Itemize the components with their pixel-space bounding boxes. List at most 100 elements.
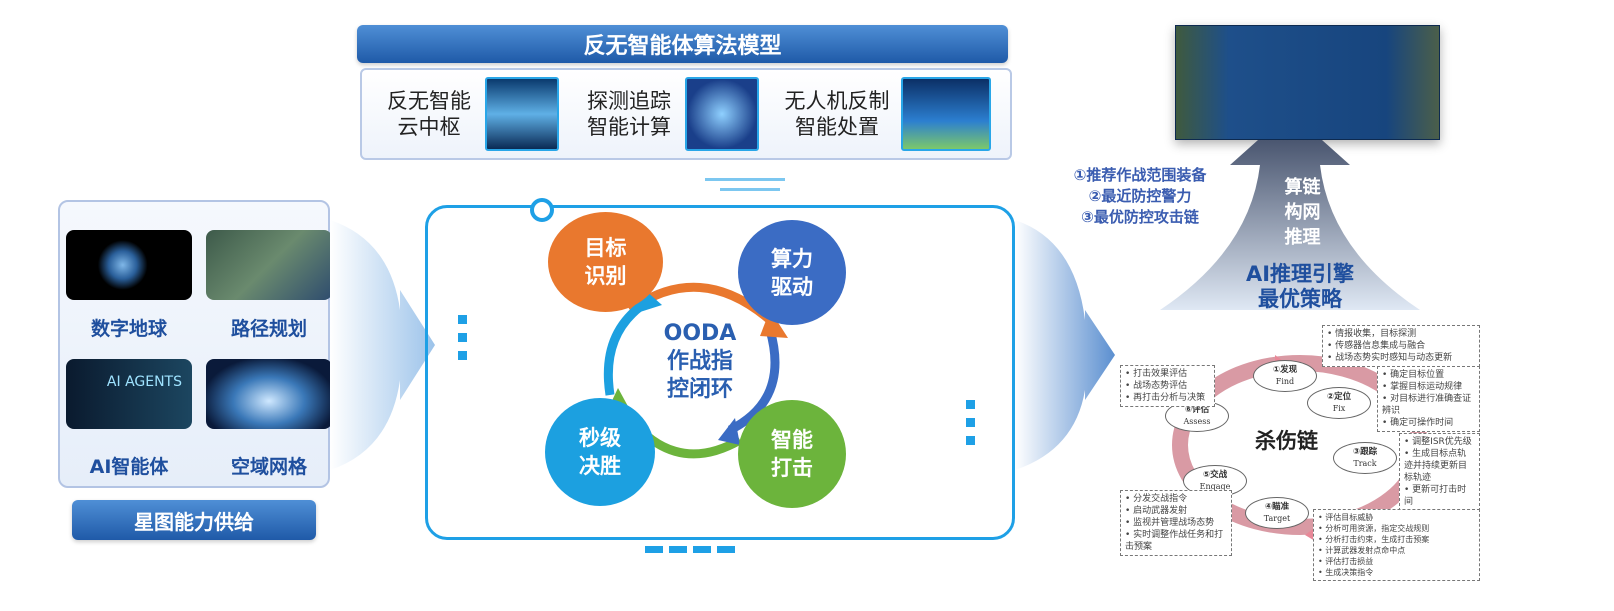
left-flow-arrow — [330, 220, 435, 470]
note-item: • 分析可用资源，指定交战规则 — [1318, 524, 1430, 533]
algo-drone-countermeasure: 无人机反制智能处置 — [781, 77, 991, 151]
note-item: • 调整ISR优先级 — [1404, 437, 1472, 447]
kill-chain-node-fix: ②定位 Fix — [1307, 387, 1371, 419]
node-cn: ⑤交战 — [1202, 470, 1228, 480]
upward-arrow — [1150, 140, 1430, 340]
node-text: 决胜 — [579, 454, 621, 478]
find-notes: • 情报收集，目标探测 • 传感器信息集成与融合 • 战场态势实时感知与动态更新 — [1322, 325, 1480, 367]
note-item: • 确定可操作时间 — [1382, 418, 1454, 428]
algo-detection-tracking: 探测追踪智能计算 — [581, 77, 759, 151]
capability-panel: 数字地球 路径规划 AI AGENTS AI智能体 空域网格 — [58, 200, 332, 488]
algorithm-box: 反无智能云中枢 探测追踪智能计算 无人机反制智能处置 — [360, 68, 1012, 160]
engage-notes: • 分发交战指令• 启动武器发射• 监视并管理战场态势• 实时调整作战任务和打击… — [1120, 490, 1232, 556]
fix-notes: • 确定目标位置• 掌握目标运动规律• 对目标进行准确查证辨识• 确定可操作时间 — [1377, 366, 1480, 432]
node-text: 目标 — [584, 236, 627, 260]
note-item: • 掌握目标运动规律 — [1382, 382, 1463, 392]
ai-engine-subtitle: 最优策略 — [1258, 287, 1342, 311]
note-item: • 更新可打击时间 — [1404, 485, 1467, 507]
ooda-center-label: OODA 作战指 控闭环 — [645, 320, 755, 404]
command-system-screenshot — [1175, 25, 1440, 140]
arrow-text: 构网 — [1284, 202, 1321, 223]
capability-label: AI智能体 — [89, 456, 169, 478]
note-item: • 战场态势评估 — [1125, 381, 1188, 391]
node-en: Track — [1353, 459, 1377, 468]
node-text: 秒级 — [579, 426, 621, 450]
note-item: • 评估目标威胁 — [1318, 513, 1374, 522]
capability-label: 空域网格 — [230, 456, 307, 478]
arrow-text: 算链 — [1284, 177, 1321, 198]
node-cn: ②定位 — [1326, 392, 1352, 402]
ai-agents-image: AI AGENTS — [66, 359, 192, 429]
recommendation-item: ②最近防控警力 — [1088, 187, 1192, 205]
arrow-text: 推理 — [1284, 227, 1321, 248]
node-cn: ①发现 — [1272, 365, 1298, 375]
note-item: • 确定目标位置 — [1382, 370, 1445, 380]
capability-label: 路径规划 — [230, 318, 307, 340]
frame-decoration-ring — [530, 198, 554, 222]
algo-cloud-hub: 反无智能云中枢 — [381, 77, 559, 151]
node-cn: ⑥评估 — [1184, 405, 1210, 415]
algo-label: 智能计算 — [587, 115, 671, 139]
note-item: • 战场态势实时感知与动态更新 — [1327, 353, 1453, 363]
digital-earth-image — [66, 230, 192, 300]
frame-decoration-line — [720, 188, 780, 191]
note-item: • 打击效果评估 — [1125, 369, 1188, 379]
note-item: • 计算武器发射点命中点 — [1318, 546, 1406, 555]
node-text: 算力 — [771, 246, 813, 271]
route-planning-image — [206, 230, 332, 300]
algo-label: 反无智能 — [387, 89, 471, 113]
note-item: • 生成决策指令 — [1318, 568, 1374, 577]
node-en: Target — [1263, 514, 1291, 523]
right-flow-arrow — [1015, 220, 1115, 470]
node-text: 智能 — [771, 428, 813, 452]
compute-chain-label: 算链 构网 推理 — [1280, 175, 1325, 250]
frame-decoration-dots — [458, 315, 467, 365]
server-room-image — [485, 77, 559, 151]
airspace-grid-image — [206, 359, 332, 429]
ooda-node-compute-driven: 算力驱动 — [738, 220, 846, 325]
capability-label: 数字地球 — [90, 318, 167, 340]
node-text: 打击 — [771, 456, 813, 480]
frame-decoration-dashes — [645, 546, 735, 553]
note-item: • 再打击分析与决策 — [1125, 393, 1206, 403]
note-item: • 情报收集，目标探测 — [1327, 329, 1417, 339]
algo-label: 探测追踪 — [587, 89, 671, 113]
ooda-node-smart-strike: 智能打击 — [738, 400, 846, 508]
brain-network-image — [685, 77, 759, 151]
ai-agents-image-text: AI AGENTS — [106, 374, 182, 390]
note-item: • 分发交战指令 — [1125, 494, 1188, 504]
frame-decoration-line — [705, 178, 785, 181]
ooda-node-second-level-decision: 秒级决胜 — [545, 398, 655, 506]
recommendation-item: ③最优防控攻击链 — [1081, 208, 1199, 226]
node-cn: ④瞄准 — [1264, 502, 1290, 512]
note-item: • 生成目标点轨迹并持续更新目标轨迹 — [1404, 449, 1468, 483]
target-notes: • 评估目标威胁 • 分析可用资源，指定交战规则 • 分析打击约束，生成打击预案 • … — [1313, 509, 1480, 581]
kill-chain-node-track: ③跟踪 Track — [1333, 442, 1397, 474]
capability-supply-banner: 星图能力供给 — [72, 500, 316, 540]
frame-decoration-dots — [966, 400, 975, 450]
node-en: Assess — [1183, 417, 1211, 426]
assess-notes: • 打击效果评估 • 战场态势评估 • 再打击分析与决策 — [1120, 365, 1215, 407]
algo-label: 智能处置 — [795, 115, 879, 139]
note-item: • 监视并管理战场态势 — [1125, 518, 1215, 528]
track-notes: • 调整ISR优先级 • 生成目标点轨迹并持续更新目标轨迹• 更新可打击时间 — [1399, 433, 1480, 511]
node-cn: ③跟踪 — [1352, 447, 1378, 457]
ooda-subtitle: 控闭环 — [666, 377, 733, 402]
note-item: • 评估打击损益 — [1318, 557, 1374, 566]
node-en: Fix — [1332, 404, 1346, 413]
algo-label: 无人机反制 — [784, 89, 890, 113]
ooda-frame — [425, 205, 1015, 540]
ai-engine-title: AI推理引擎 — [1245, 262, 1355, 286]
recommendation-item: ①推荐作战范围装备 — [1073, 166, 1207, 184]
node-text: 识别 — [584, 264, 627, 288]
note-item: • 传感器信息集成与融合 — [1327, 341, 1426, 351]
algorithm-model-banner: 反无智能体算法模型 — [357, 25, 1008, 63]
note-item: • 分析打击约束，生成打击预案 — [1318, 535, 1430, 544]
ooda-subtitle: 作战指 — [666, 349, 733, 374]
ooda-title: OODA — [663, 321, 737, 346]
recommendation-list: ①推荐作战范围装备 ②最近防控警力 ③最优防控攻击链 — [1050, 165, 1230, 228]
ai-engine-label: AI推理引擎 最优策略 — [1220, 262, 1380, 312]
node-en: Engage — [1199, 482, 1231, 491]
